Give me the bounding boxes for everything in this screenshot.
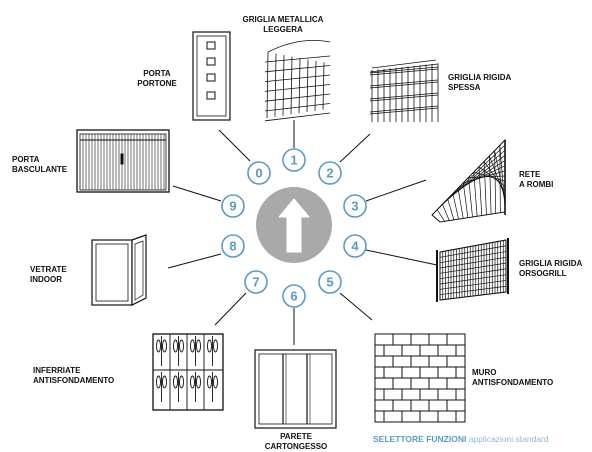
badge-number: 5 — [326, 275, 333, 290]
badge-circle — [247, 161, 271, 185]
up-arrow-icon — [278, 198, 310, 253]
badge-number: 7 — [252, 275, 259, 290]
position-badge-1: 1 — [282, 148, 306, 172]
position-badge-3: 3 — [343, 194, 367, 218]
spoke-line — [339, 292, 373, 321]
plasterboard-wall-illustration — [254, 349, 337, 429]
spoke-line — [365, 179, 427, 202]
badge-circle — [318, 270, 342, 294]
badge-circle — [343, 234, 367, 258]
door-illustration — [192, 31, 231, 121]
footer-caption: SELETTORE FUNZIONI applicazioni standard — [373, 434, 549, 444]
spoke-line — [339, 133, 371, 163]
badge-number: 3 — [351, 199, 358, 214]
badge-number: 4 — [351, 239, 359, 254]
position-badge-8: 8 — [221, 234, 245, 258]
rigid-thick-grid-illustration — [369, 59, 439, 122]
badge-circle — [244, 270, 268, 294]
position-badge-7: 7 — [244, 270, 268, 294]
badge-circle — [282, 284, 306, 308]
badge-number: 6 — [290, 289, 297, 304]
position-badge-6: 6 — [282, 284, 306, 308]
orsogrill-grid-illustration — [436, 238, 509, 302]
brick-wall-illustration — [374, 333, 466, 423]
diamond-mesh-illustration — [431, 138, 506, 223]
spoke-line — [365, 249, 438, 266]
badge-circle — [221, 194, 245, 218]
badge-number: 2 — [326, 166, 333, 181]
badge-number: 9 — [229, 199, 236, 214]
badge-number: 0 — [255, 166, 262, 181]
position-badge-2: 2 — [318, 161, 342, 185]
badge-circle — [221, 234, 245, 258]
badge-circle — [318, 161, 342, 185]
spoke-line — [167, 253, 222, 269]
garage-door-illustration — [76, 129, 170, 193]
spoke-line — [214, 292, 247, 326]
security-bars-illustration — [152, 333, 224, 411]
light-metal-grid-illustration — [264, 40, 331, 122]
badge-circle — [343, 194, 367, 218]
indoor-window-illustration — [91, 234, 147, 306]
badge-number: 8 — [229, 239, 236, 254]
footer-title: SELETTORE FUNZIONI — [373, 434, 467, 444]
footer-subtitle: applicazioni standard — [468, 434, 549, 444]
badge-circle — [282, 148, 306, 172]
position-badge-4: 4 — [343, 234, 367, 258]
position-badge-9: 9 — [221, 194, 245, 218]
badge-number: 1 — [290, 153, 297, 168]
spoke-line — [172, 185, 222, 202]
position-badge-5: 5 — [318, 270, 342, 294]
position-badge-0: 0 — [247, 161, 271, 185]
spoke-line — [218, 129, 251, 162]
